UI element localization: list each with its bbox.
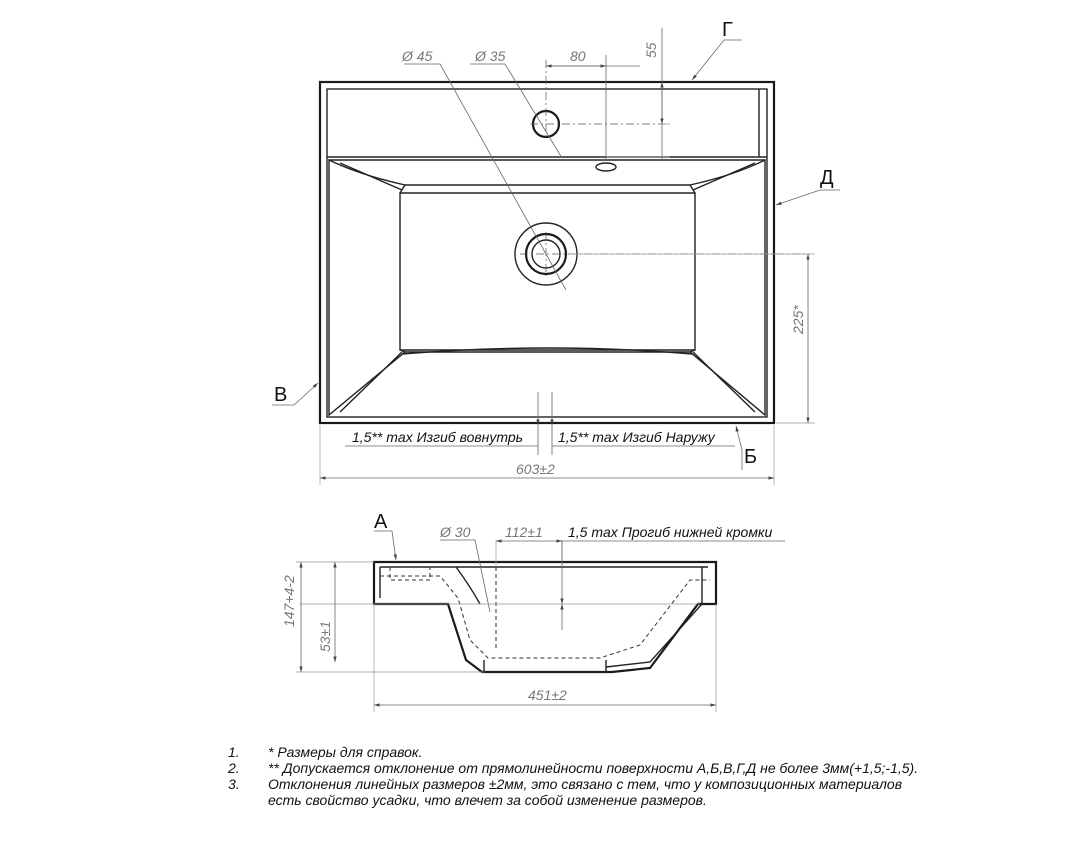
letter-g: Г: [722, 19, 733, 41]
bowl-corners: [399, 184, 696, 353]
callout-sag: 1,5 max Прогиб нижней кромки: [568, 524, 773, 540]
dim-d35: Ø 35: [474, 48, 506, 64]
d30-leader: [440, 539, 491, 613]
note-2: 2. ** Допускается отклонение от прямолин…: [228, 760, 919, 776]
d35-leader: [470, 63, 563, 159]
callout-inward: 1,5** max Изгиб вовнутрь: [352, 429, 523, 445]
letter-v: В: [274, 384, 287, 406]
dim-d30: Ø 30: [439, 524, 471, 540]
bowl-bottom: [399, 192, 696, 351]
v-leader: [272, 382, 319, 406]
bowl-slope-outline: [328, 158, 766, 417]
side-outline: [372, 560, 718, 674]
d55-ext: [606, 123, 670, 158]
g-leader: [691, 39, 742, 81]
notes-block: 1. * Размеры для справок. 2. ** Допускае…: [228, 744, 928, 808]
dim-d55: 55: [643, 42, 659, 58]
letter-b: Б: [744, 446, 757, 468]
side-hidden-overflow: [389, 567, 431, 581]
faucet-centerlines: [530, 60, 665, 140]
dim-d603: 603±2: [516, 461, 555, 477]
side-drain-stub: [483, 660, 607, 673]
dim-d147: 147+4-2: [281, 575, 297, 627]
note-1: 1. * Размеры для справок.: [228, 744, 423, 760]
d603-ext: [319, 425, 775, 485]
bowl-slope-edges: [339, 162, 756, 413]
side-rim-inner: [379, 566, 708, 598]
side-right-wall: [605, 567, 703, 668]
dim-d112: 112±1: [505, 524, 543, 540]
d-leader: [775, 189, 840, 206]
overflow-slot: [595, 162, 617, 172]
side-bowl-curve: [455, 566, 481, 605]
letter-d: Д: [820, 167, 834, 189]
side-hidden-bowl: [380, 575, 710, 659]
side-view: А Ø 30 112±1 1,5 max Прогиб нижней кромк…: [281, 511, 785, 712]
bowl-front-curve: [401, 347, 694, 355]
basin-rim-inner: [326, 88, 768, 418]
d451-ext: [373, 604, 717, 712]
a-leader: [374, 530, 397, 561]
dim-d53: 53±1: [317, 621, 333, 652]
callout-outward: 1,5** max Изгиб Наружу: [558, 429, 716, 445]
d147-ext: [296, 561, 484, 673]
dim-d451: 451±2: [528, 687, 567, 703]
dim-d45: Ø 45: [401, 48, 433, 64]
d45-leader: [404, 63, 567, 291]
dim-d80: 80: [570, 48, 586, 64]
dim-d225: 225*: [790, 305, 806, 335]
top-view: Ø 45 Ø 35 80 55 Г Д В Б 225*: [272, 19, 840, 485]
d225-ext: [570, 253, 815, 424]
note-3: 3. Отклонения линейных размеров ±2мм, эт…: [228, 776, 903, 808]
b-leader: [735, 425, 743, 470]
letter-a: А: [374, 511, 388, 533]
basin-outer-outline: [318, 80, 776, 425]
